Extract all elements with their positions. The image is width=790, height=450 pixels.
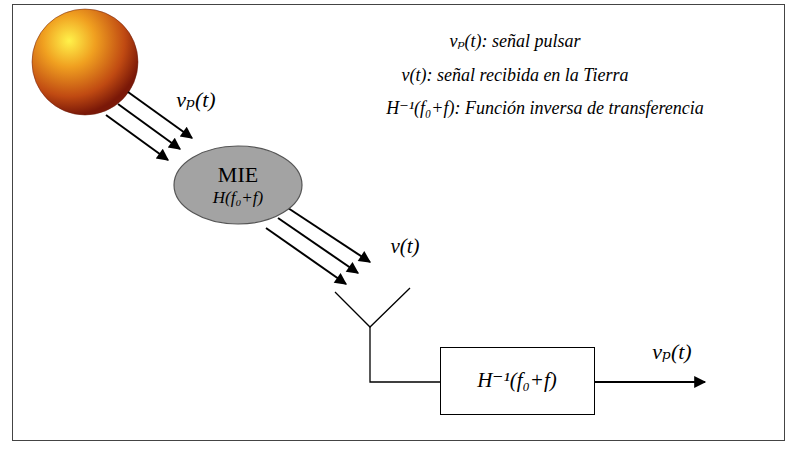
filter-box: H⁻¹(f₀+f) [440,347,595,415]
frame [13,5,785,441]
signal-name: vₚ(t) [176,87,215,113]
received-rays [266,208,370,284]
antenna-symbol [335,288,440,382]
pulsar-sphere [32,9,138,115]
node-formula: H(f₀+f) [213,188,263,208]
signal-name: vₚ(t) [652,339,691,365]
signal-name: v(t) [390,234,419,259]
definition-note: vₚ(t): señal pulsar [449,31,580,53]
node-title: MIE [218,162,258,188]
ellipse-shape [174,146,302,224]
definition-note: H⁻¹(f₀+f): Función inversa de transferen… [386,98,704,120]
antenna-wire [370,327,440,382]
medium-ellipse: MIEH(f₀+f) [173,145,303,225]
ray-arrow [106,115,168,160]
output-arrow [595,381,705,383]
ray-arrow [118,104,180,149]
ray-arrow [266,228,346,284]
definition-note: v(t): señal recibida en la Tierra [402,65,629,87]
node-title: H⁻¹(f₀+f) [477,368,557,393]
antenna-arms [335,288,410,327]
